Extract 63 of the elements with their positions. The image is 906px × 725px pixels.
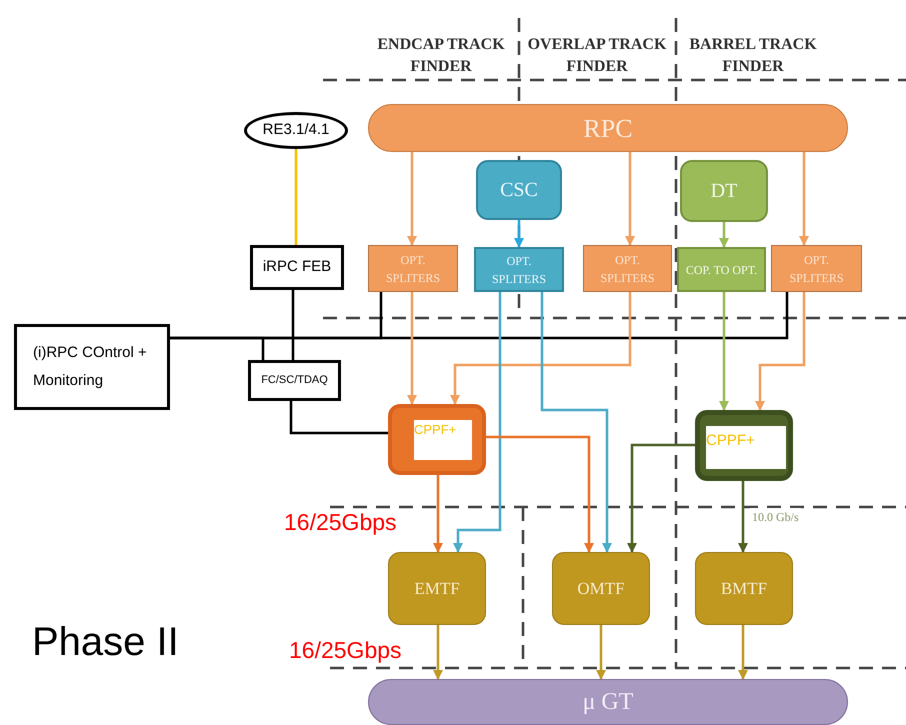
data-rate-label: 16/25Gbps xyxy=(289,636,402,665)
column-heading: BARREL TRACK FINDER xyxy=(688,35,818,77)
detector-box xyxy=(476,160,562,220)
node-label: (i)RPC COntrol + Monitoring xyxy=(33,343,148,391)
connector-line xyxy=(170,292,788,340)
arrow xyxy=(407,152,417,246)
node-label: FC/SC/TDAQ xyxy=(261,373,328,388)
node-label: CSC xyxy=(500,178,538,203)
control-box xyxy=(14,324,170,410)
node-label: OPT. SPLITERS xyxy=(788,252,844,286)
arrow xyxy=(450,292,632,405)
connector-line xyxy=(294,149,298,245)
node-label: DT xyxy=(710,179,738,204)
splitter-box xyxy=(474,247,564,292)
phase-label: Phase II xyxy=(32,619,179,666)
trigger-box xyxy=(695,552,793,625)
arrow xyxy=(514,220,524,248)
arrow xyxy=(738,481,748,553)
arrow xyxy=(433,625,443,680)
node-label: RPC xyxy=(583,112,633,144)
converter-box xyxy=(677,247,766,292)
node-label: OPT. SPLITERS xyxy=(490,252,547,288)
node-label: iRPC FEB xyxy=(262,257,332,278)
detector-bar xyxy=(368,104,848,152)
trigger-box xyxy=(552,552,650,625)
node-label: COP. TO OPT. xyxy=(686,262,758,278)
node-label: OPT. SPLITERS xyxy=(599,252,656,286)
arrow xyxy=(540,292,612,553)
arrow xyxy=(407,292,417,405)
node-label: OPT. SPLITERS xyxy=(384,252,441,286)
processor-box xyxy=(388,404,486,475)
arrow xyxy=(799,152,809,246)
arrow xyxy=(596,625,606,680)
process-box xyxy=(250,245,344,290)
trigger-box xyxy=(388,552,486,625)
arrow xyxy=(433,475,443,553)
arrow xyxy=(625,152,635,246)
node-label: BMTF xyxy=(720,578,768,600)
splitter-box xyxy=(583,245,672,292)
column-heading: ENDCAP TRACK FINDER xyxy=(376,35,506,77)
arrow xyxy=(627,444,695,553)
arrow xyxy=(453,292,502,553)
splitter-box xyxy=(771,245,862,292)
node-label: EMTF xyxy=(414,578,460,600)
processor-box xyxy=(695,410,793,481)
arrow xyxy=(486,436,594,553)
connector-line xyxy=(292,290,294,360)
node-label: CPPF+ xyxy=(414,420,472,460)
column-heading: OVERLAP TRACK FINDER xyxy=(526,35,668,77)
arrow xyxy=(755,292,806,411)
detector-box xyxy=(680,160,768,222)
arrow xyxy=(719,292,729,411)
arrow xyxy=(719,222,729,248)
node-label: μ GT xyxy=(582,688,634,717)
splitter-box xyxy=(368,245,458,292)
node-label: CPPF+ xyxy=(706,426,786,469)
trigger-bar xyxy=(368,679,848,725)
node-label: RE3.1/4.1 xyxy=(262,120,330,140)
arrow xyxy=(738,625,748,680)
connector-line xyxy=(290,401,388,434)
node-label: OMTF xyxy=(577,578,625,600)
process-box xyxy=(248,360,341,401)
data-rate-label: 16/25Gbps xyxy=(284,508,397,537)
